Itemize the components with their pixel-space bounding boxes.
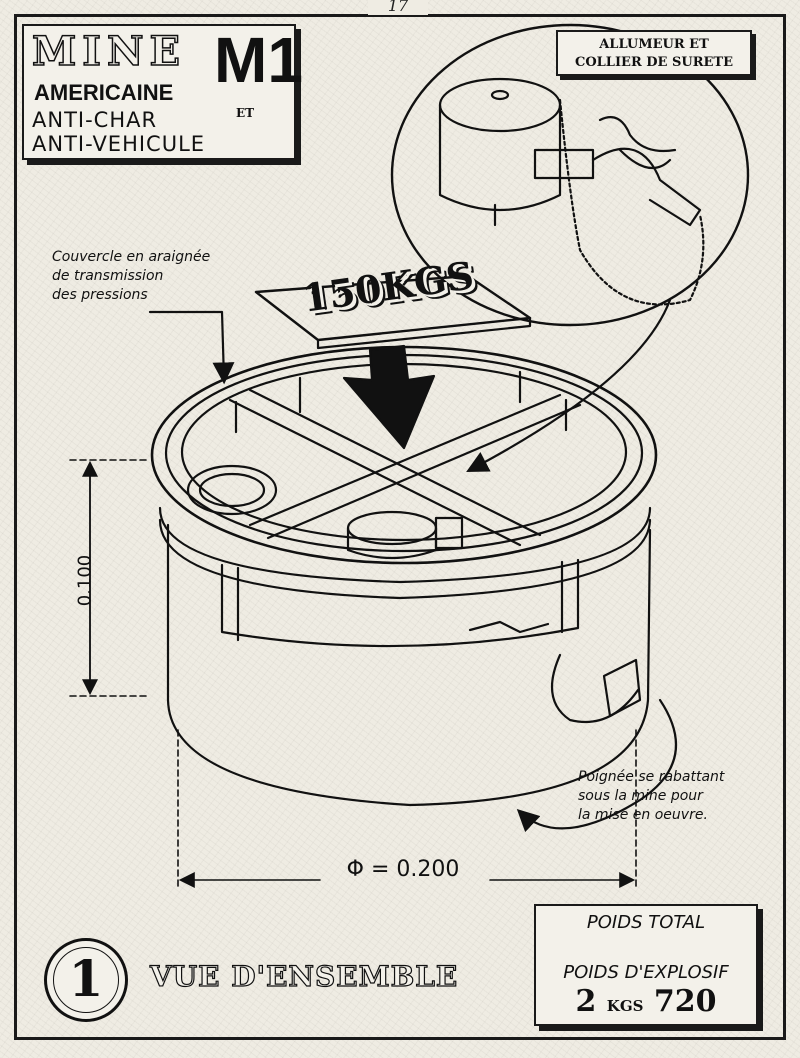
total-weight-label: POIDS TOTAL: [586, 912, 706, 933]
diameter-dimension: [177, 729, 637, 891]
handle-annotation-line3: la mise en oeuvre.: [578, 807, 708, 823]
cover-annotation: Couvercle en araignée de transmission de…: [52, 248, 210, 305]
carry-handle: [550, 653, 642, 724]
handle-annotation-line1: Poignée se rabattant: [578, 769, 725, 785]
detail-leader: [466, 298, 672, 473]
weights-box: POIDS TOTAL POIDS D'EXPLOSIF 2 KGS 720: [534, 904, 758, 1026]
diameter-value: Φ = 0.200: [346, 857, 460, 882]
handle-annotation-line2: sous la mine pour: [578, 788, 703, 804]
cover-annotation-line1: Couvercle en araignée: [52, 249, 211, 265]
view-caption: VUE D'ENSEMBLE: [149, 959, 459, 993]
title-model: M1: [214, 24, 303, 96]
load-arrow: [342, 344, 436, 450]
title-antichar: ANTI-CHAR: [32, 108, 158, 132]
explosive-weight-label: POIDS D'EXPLOSIF: [563, 962, 729, 983]
explosive-weight-major: 2: [575, 984, 597, 1019]
title-et: ET: [236, 106, 255, 120]
cover-leader: [148, 310, 235, 385]
height-dimension: [69, 459, 151, 697]
view-number: 1: [44, 938, 128, 1022]
explosive-weight-unit: KGS: [606, 997, 644, 1015]
title-antivehicule: ANTI-VEHICULE: [32, 132, 206, 156]
sheet-border: [14, 14, 786, 1040]
height-value: 0.100: [74, 554, 96, 607]
mine-body: [158, 506, 652, 807]
explosive-weight-minor: 720: [653, 984, 717, 1019]
handle-leader: [516, 698, 678, 833]
title-block: MINE M1 AMERICAINE ANTI-CHAR ET ANTI-VEH…: [22, 24, 303, 160]
title-americaine: AMERICAINE: [34, 80, 174, 105]
cover-annotation-line3: des pressions: [52, 287, 148, 303]
fuze-label-line2: COLLIER DE SURETE: [575, 55, 733, 70]
fuze-collar-label: ALLUMEUR ET COLLIER DE SURETE: [556, 30, 752, 76]
title-mine: MINE: [31, 27, 187, 76]
fuze-detail-view: [390, 23, 750, 327]
fuze-label-line1: ALLUMEUR ET: [599, 37, 709, 52]
handle-annotation: Poignée se rabattant sous la mine pour l…: [578, 768, 724, 825]
cover-annotation-line2: de transmission: [52, 268, 164, 284]
explosive-weight-value: 2 KGS 720: [536, 984, 756, 1019]
page-number: 17: [368, 0, 428, 15]
side-band: [220, 558, 580, 648]
